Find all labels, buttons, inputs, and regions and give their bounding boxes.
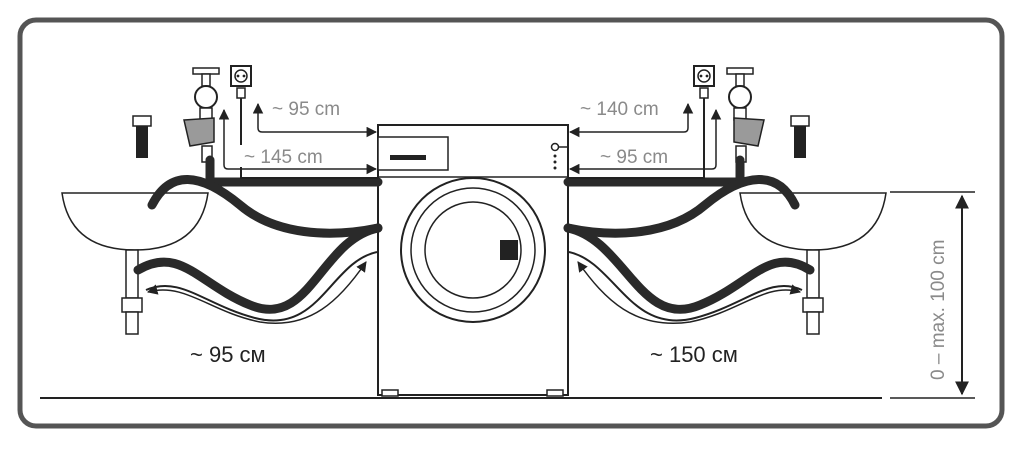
right-drain-hose-curve: [563, 175, 800, 238]
door-ring: [410, 187, 536, 313]
right-arrow-bottom: [568, 108, 722, 175]
left-water-tap-icon: [183, 67, 220, 163]
foot-left: [381, 389, 399, 397]
left-power-socket-icon: [230, 65, 252, 99]
left-connector-icon: [132, 115, 152, 158]
left-drain-hose-curve: [147, 175, 383, 238]
left-drain-arrow: [146, 261, 367, 324]
door-glass: [424, 201, 522, 299]
label-left-inlet-bottom: ~ 145 cm: [244, 147, 323, 168]
drawer-handle: [390, 155, 426, 160]
detergent-drawer: [377, 136, 449, 171]
right-power-socket-icon: [693, 65, 715, 99]
left-arrow-bottom: [218, 108, 378, 175]
right-water-tap-icon: [726, 67, 765, 163]
label-left-inlet-top: ~ 95 cm: [272, 99, 340, 120]
door-handle: [500, 240, 518, 260]
label-right-drain: ~ 150 см: [650, 342, 738, 367]
right-drain-arrow: [577, 261, 802, 324]
label-right-inlet-bottom: ~ 95 cm: [600, 147, 668, 168]
control-knob: [550, 142, 560, 152]
label-right-inlet-top: ~ 140 cm: [580, 99, 659, 120]
label-left-drain: ~ 95 см: [190, 342, 266, 367]
foot-right: [546, 389, 564, 397]
right-connector-icon: [790, 115, 810, 158]
left-sink: [61, 192, 209, 335]
label-height-range: 0 – max. 100 cm: [928, 240, 949, 380]
right-sink: [739, 192, 887, 335]
washing-machine: [377, 124, 569, 397]
frame: [17, 17, 1005, 429]
